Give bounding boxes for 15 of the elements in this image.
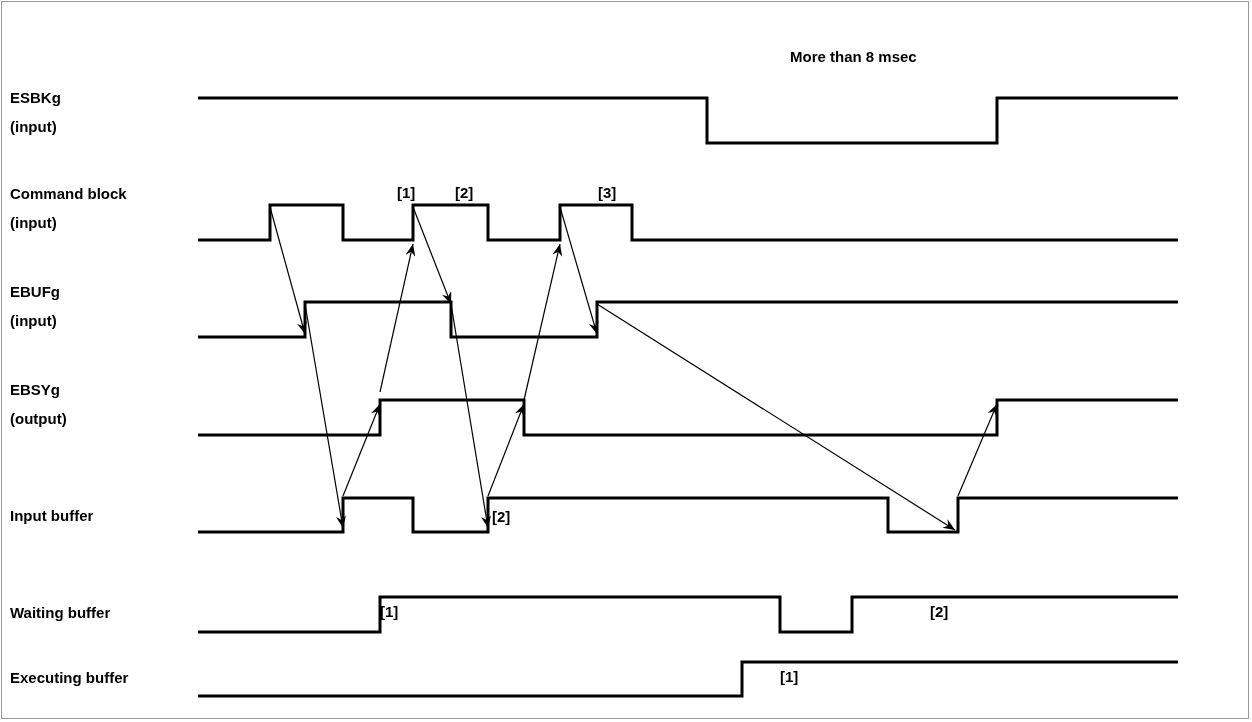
signal-name: Executing buffer	[10, 668, 129, 688]
signal-name: Input buffer	[10, 506, 94, 526]
duration-note: More than 8 msec	[790, 48, 917, 66]
signal-name: EBSYg (output)	[10, 380, 68, 429]
block-number: [2]	[492, 508, 511, 526]
signal-name: Waiting buffer	[10, 603, 111, 623]
signal-name: ESBKg (input)	[10, 88, 62, 137]
block-number: [2]	[930, 603, 949, 621]
signal-name: EBUFg (input)	[10, 282, 61, 331]
block-number: [1]	[780, 668, 799, 686]
block-number: [3]	[598, 184, 617, 202]
block-number: [1]	[397, 184, 416, 202]
signal-name: Command block (input)	[10, 184, 128, 233]
block-number: [1]	[380, 603, 399, 621]
block-number: [2]	[455, 184, 474, 202]
